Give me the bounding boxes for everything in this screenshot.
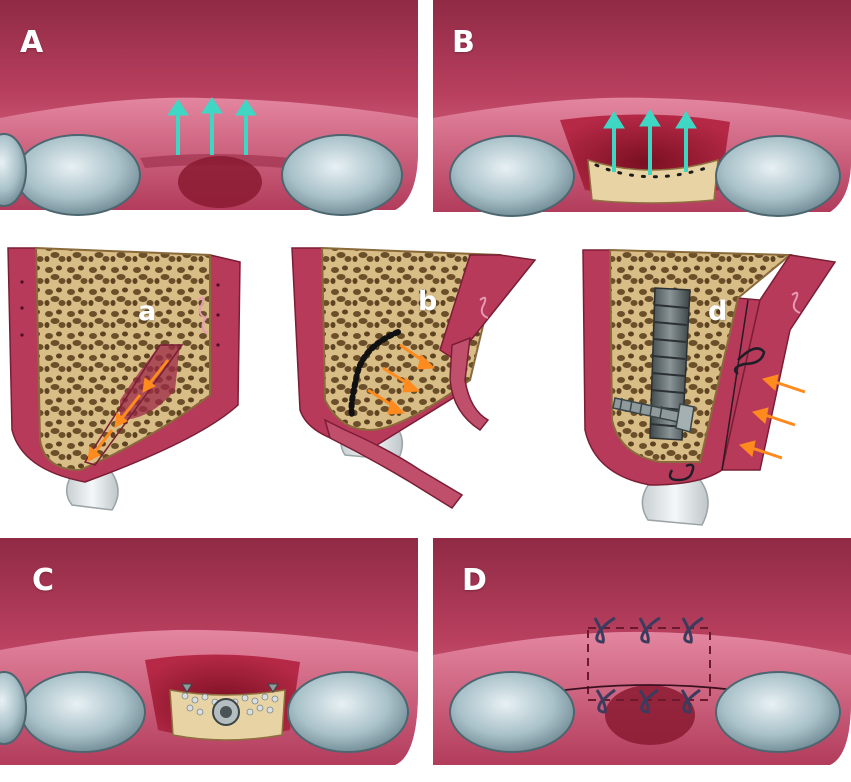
suture-knot-icon — [593, 616, 704, 714]
teal-arrow-icon — [167, 97, 257, 155]
panel-label-c: C — [32, 563, 55, 598]
screw-icon — [181, 683, 279, 726]
panel-label-b: B — [452, 25, 475, 60]
panel-label-a: A — [20, 25, 44, 60]
tooth — [281, 134, 403, 216]
orange-arrow-icon — [87, 359, 170, 462]
section-label-b: b — [418, 286, 438, 317]
section-b — [291, 246, 537, 509]
suture-knot-icon — [668, 347, 766, 482]
orange-arrow-icon — [367, 343, 436, 415]
section-label-a: a — [138, 296, 157, 327]
screw-icon — [612, 397, 695, 433]
tooth — [0, 671, 27, 745]
implant-icon — [649, 287, 691, 441]
panel-c — [0, 538, 418, 765]
tooth — [449, 135, 575, 217]
section-label-d: d — [708, 296, 728, 327]
tooth — [15, 134, 141, 216]
tooth — [287, 671, 409, 753]
panel-b — [433, 0, 851, 217]
tooth — [715, 671, 841, 753]
teal-arrow-icon — [603, 109, 697, 175]
tooth — [20, 671, 146, 753]
section-a — [7, 246, 241, 511]
panel-d — [433, 538, 851, 765]
orange-arrow-icon — [738, 374, 806, 460]
panel-a — [0, 0, 418, 216]
tooth — [0, 133, 27, 207]
tooth — [449, 671, 575, 753]
panel-label-d: D — [462, 563, 487, 598]
section-d — [582, 248, 837, 526]
tooth — [715, 135, 841, 217]
